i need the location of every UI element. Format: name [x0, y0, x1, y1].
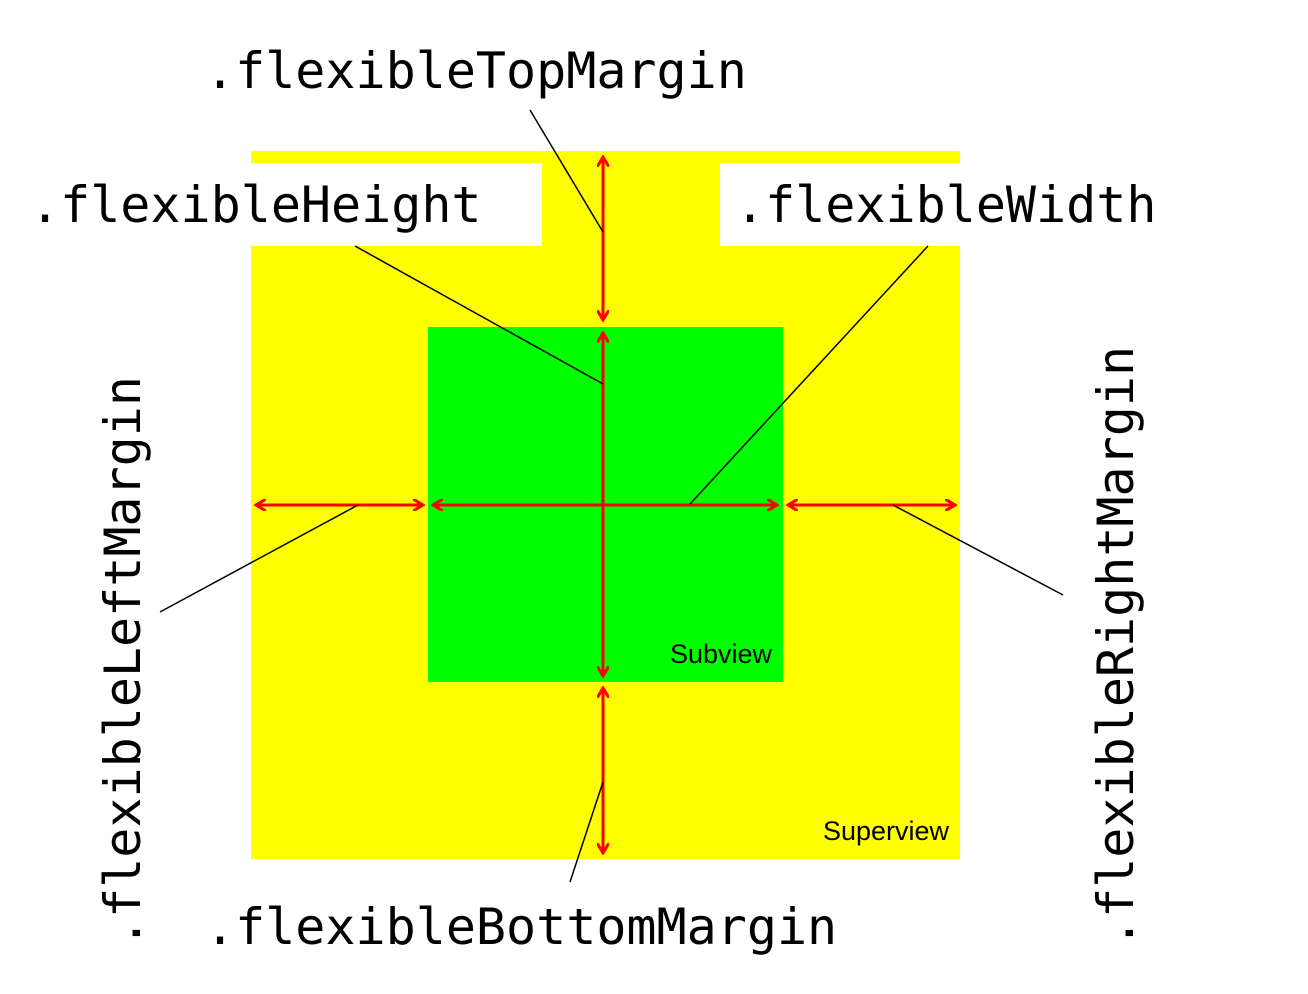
width-label-bg	[720, 163, 980, 246]
subview-label: Subview	[670, 639, 773, 669]
width-label: .flexibleWidth	[735, 176, 1156, 234]
top-margin-leader	[529, 109, 604, 233]
height-label: .flexibleHeight	[30, 176, 482, 234]
bottom-margin-label: .flexibleBottomMargin	[205, 898, 837, 956]
width-leader	[689, 245, 929, 505]
left-margin-label: .flexibleLeftMargin	[94, 376, 152, 948]
right-margin-label: .flexibleRightMargin	[1087, 346, 1145, 948]
height-leader	[354, 245, 604, 385]
top-margin-label: .flexibleTopMargin	[205, 42, 747, 100]
right-margin-leader	[892, 504, 1064, 596]
height-label-bg	[20, 163, 542, 246]
superview-label: Superview	[823, 816, 950, 846]
bottom-margin-leader	[569, 781, 604, 883]
left-margin-leader	[159, 504, 359, 613]
